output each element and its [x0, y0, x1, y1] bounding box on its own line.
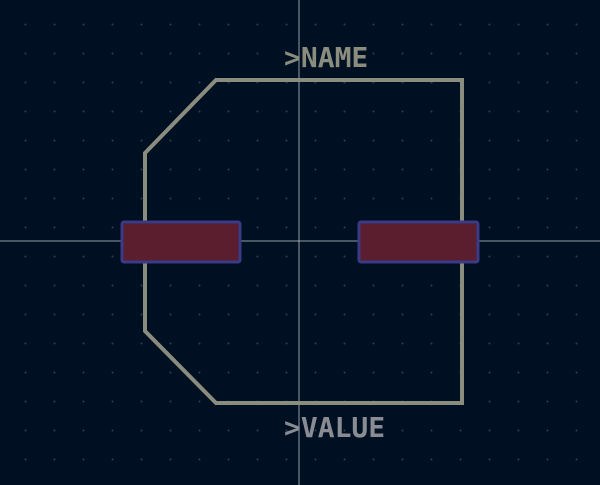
value-label[interactable]: >VALUE: [284, 411, 385, 444]
reference-label[interactable]: >NAME: [284, 41, 368, 74]
pad-2[interactable]: [357, 220, 480, 264]
pad-1[interactable]: [120, 220, 242, 264]
silkscreen-outline[interactable]: [143, 78, 464, 405]
